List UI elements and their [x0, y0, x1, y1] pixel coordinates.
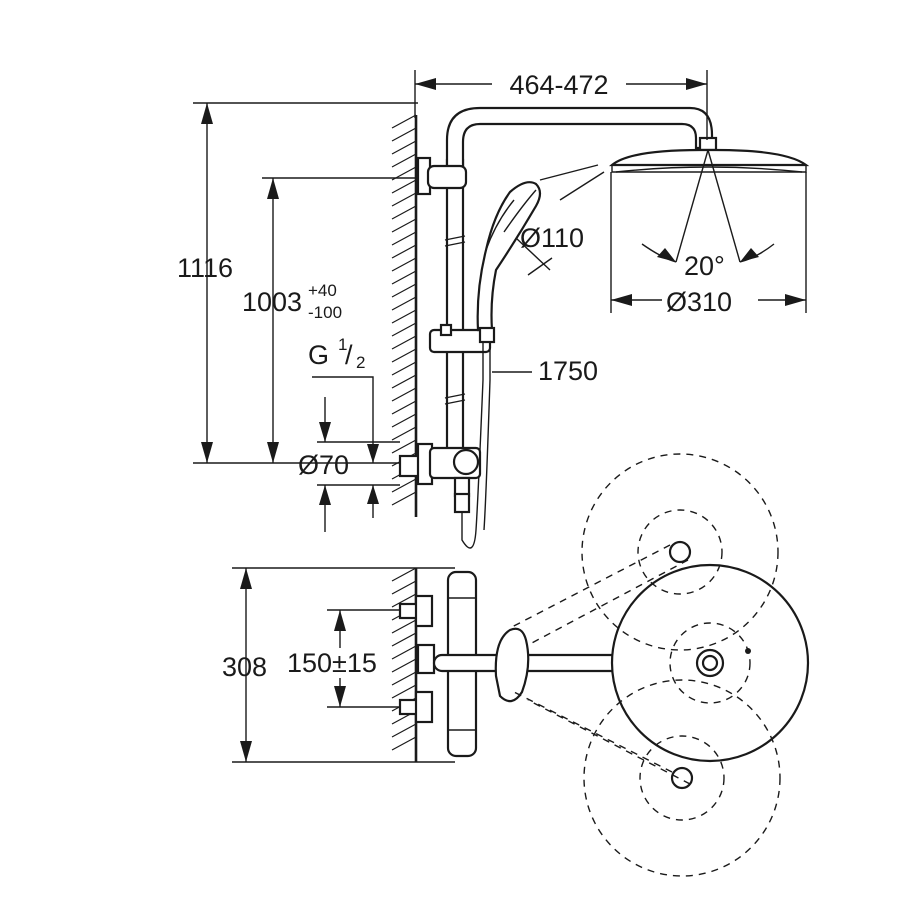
- outlet-height-tol-plus: +40: [308, 281, 337, 300]
- rosette-diameter-label: Ø70: [298, 450, 349, 480]
- head-shower-swing-upper: [509, 453, 779, 651]
- head-angle-indicator: [641, 149, 775, 263]
- hose-length-label: 1750: [538, 356, 598, 386]
- dimension-depth: [232, 567, 455, 763]
- dimension-hand-shower: [515, 164, 605, 276]
- connection-thread-label: G 1 / 2: [308, 335, 379, 463]
- head-shower-swing-lower: [509, 679, 781, 877]
- top-view: 308 150±15: [222, 453, 810, 877]
- arm-length-label: 464-472: [509, 70, 608, 100]
- hand-shower-diameter-label: Ø110: [520, 223, 584, 253]
- svg-text:/: /: [345, 340, 353, 370]
- thermostat-mixer-side: [398, 442, 482, 514]
- side-view: 1116 1003 +40 -100 G 1 / 2: [177, 70, 810, 549]
- svg-text:2: 2: [356, 353, 365, 372]
- outlet-height-label: 1003: [242, 287, 302, 317]
- head-diameter-label: Ø310: [666, 287, 732, 317]
- svg-text:G: G: [308, 340, 329, 370]
- svg-text:1: 1: [338, 335, 347, 354]
- outlet-height-tol-minus: -100: [308, 303, 342, 322]
- head-shower-side: [608, 136, 810, 173]
- riser-pipe: [416, 106, 714, 462]
- dimension-arm-length: [414, 70, 708, 140]
- dimension-head-diameter: [610, 172, 807, 313]
- shower-hose: [461, 342, 532, 549]
- dimension-outlet-height: [262, 177, 420, 463]
- dimension-inlet-spacing: [327, 609, 405, 708]
- total-height-label: 1116: [177, 253, 233, 283]
- wall-hatching: [391, 114, 417, 751]
- hand-shower-side: [476, 181, 542, 344]
- dimension-rosette: [317, 397, 400, 532]
- head-angle-label: 20°: [684, 251, 725, 281]
- inlet-spacing-label: 150±15: [287, 648, 377, 678]
- head-shower-top: [610, 563, 810, 763]
- depth-label: 308: [222, 652, 267, 682]
- hand-shower-top: [494, 627, 530, 703]
- dimension-total-height: [193, 102, 418, 464]
